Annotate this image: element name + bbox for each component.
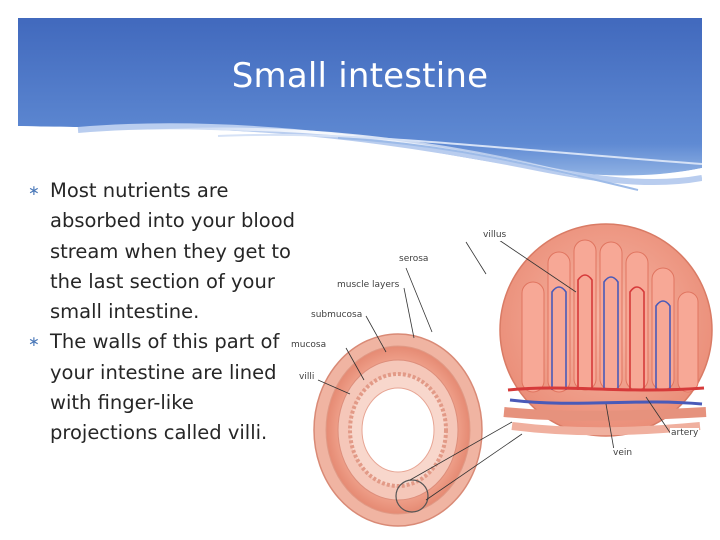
asterisk-bullet-icon: ∗ [28, 183, 40, 199]
label-muscle-layers: muscle layers [336, 280, 401, 291]
label-vein: vein [612, 448, 634, 459]
bullet-text: Most nutrients are absorbed into your bl… [50, 179, 296, 324]
label-mucosa: mucosa [290, 340, 328, 351]
label-submucosa: submucosa [310, 310, 364, 321]
intestine-diagram: villus serosa muscle layers submucosa mu… [286, 212, 716, 528]
bullet-item: ∗ The walls of this part of your intesti… [28, 327, 300, 448]
magnified-villi [499, 223, 713, 437]
intestine-illustration [313, 223, 713, 527]
label-villus: villus [482, 230, 508, 241]
cross-section [313, 333, 483, 527]
label-serosa: serosa [398, 254, 430, 265]
label-artery: artery [670, 428, 700, 439]
asterisk-bullet-icon: ∗ [28, 334, 40, 351]
bullet-text: The walls of this part of your intestine… [50, 330, 280, 445]
bullet-list: ∗ Most nutrients are absorbed into your … [28, 176, 300, 449]
slide-title: Small intestine [231, 56, 489, 96]
title-banner: Small intestine [18, 18, 702, 196]
bullet-item: ∗ Most nutrients are absorbed into your … [28, 176, 300, 327]
banner-background [18, 18, 702, 196]
label-villi: villi [298, 372, 316, 383]
